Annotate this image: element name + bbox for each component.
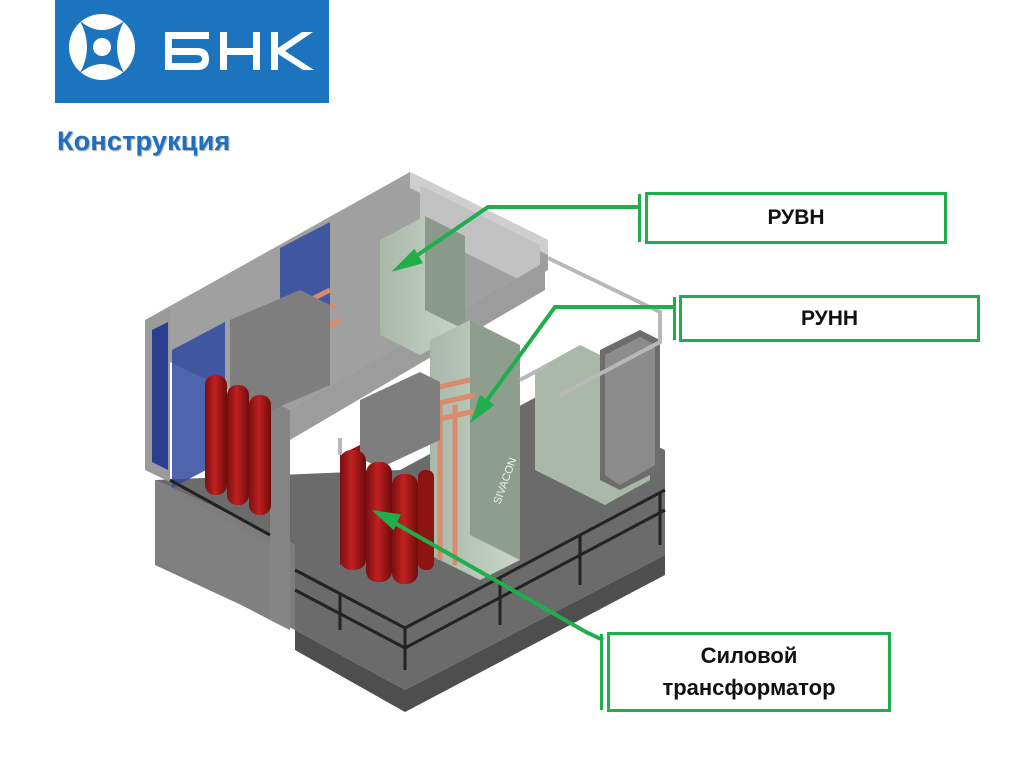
bnk-emblem-icon	[69, 14, 314, 80]
callout-lv-bracket	[673, 297, 679, 340]
callout-lv-label: РУНН	[800, 306, 859, 330]
pipe-frame	[338, 256, 662, 455]
callout-lv-switchgear: РУНН	[679, 295, 980, 342]
brand-logo	[55, 0, 329, 103]
callout-tr-bracket	[600, 634, 606, 710]
leader-arrows	[371, 205, 676, 642]
callout-hv-switchgear: РУВН	[645, 192, 947, 244]
railing	[169, 478, 666, 670]
callout-hv-label: РУВН	[767, 206, 825, 229]
transformer-left	[205, 375, 271, 515]
callout-power-transformer: Силовой трансформатор	[607, 632, 891, 712]
transformer-right	[340, 445, 434, 584]
callout-hv-bracket	[638, 194, 644, 242]
page-title: Конструкция	[57, 126, 231, 156]
blue-panel-left	[152, 322, 168, 470]
callout-transformer-label: Силовой трансформатор	[662, 643, 836, 700]
